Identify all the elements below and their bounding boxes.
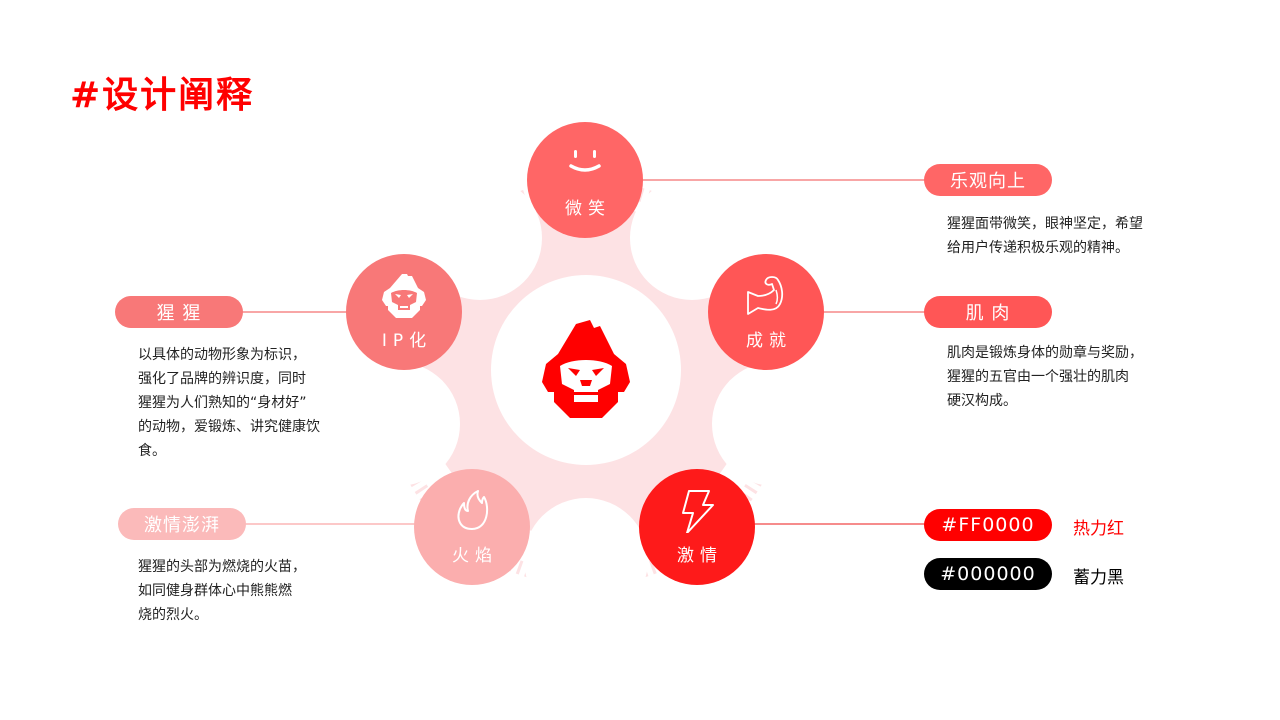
flame-icon: [457, 489, 489, 530]
tag-optimism: 乐观向上: [924, 164, 1052, 196]
desc-line: 烧的烈火。: [138, 607, 208, 623]
desc-line: 猩猩的头部为燃烧的火苗，: [138, 559, 306, 575]
node-label: IP化: [381, 330, 433, 351]
swatch-black: #000000: [924, 558, 1052, 590]
desc-line: 肌肉是锻炼身体的勋章与奖励，: [947, 345, 1143, 361]
swatch-black-name: 蓄力黑: [1073, 568, 1124, 588]
tag-gorilla: 猩 猩: [115, 296, 243, 328]
node-ip: IP化: [346, 254, 462, 370]
swatch-red-name: 热力红: [1073, 519, 1124, 539]
node-label: 微笑: [565, 198, 611, 219]
desc-line: 给用户传递积极乐观的精神。: [947, 240, 1129, 256]
tag-muscle: 肌 肉: [924, 296, 1052, 328]
desc-line: 猩猩为人们熟知的“身材好”: [138, 395, 307, 411]
gorilla-icon: [382, 273, 426, 318]
smile-icon: [569, 149, 601, 172]
desc-line: 猩猩面带微笑，眼神坚定，希望: [947, 216, 1143, 232]
desc-passion: 猩猩的头部为燃烧的火苗， 如同健身群体心中熊熊燃 烧的烈火。: [138, 555, 306, 627]
node-flame: 火焰: [414, 469, 530, 585]
node-label: 激情: [677, 545, 723, 566]
desc-line: 猩猩的五官由一个强壮的肌肉: [947, 369, 1129, 385]
page-title: #设计阐释: [70, 75, 255, 116]
desc-muscle: 肌肉是锻炼身体的勋章与奖励， 猩猩的五官由一个强壮的肌肉 硬汉构成。: [947, 341, 1143, 413]
desc-optimism: 猩猩面带微笑，眼神坚定，希望 给用户传递积极乐观的精神。: [947, 212, 1143, 260]
node-label: 成就: [746, 330, 792, 351]
tag-passion: 激情澎湃: [118, 508, 246, 540]
desc-line: 强化了品牌的辨识度，同时: [138, 371, 306, 387]
desc-line: 食。: [138, 443, 166, 459]
desc-line: 以具体的动物形象为标识，: [138, 347, 306, 363]
desc-line: 的动物，爱锻炼、讲究健康饮: [138, 419, 320, 435]
node-label: 火焰: [452, 545, 498, 566]
lightning-icon: [682, 489, 714, 533]
gorilla-logo-icon: [542, 320, 630, 418]
desc-line: 硬汉构成。: [947, 393, 1017, 409]
desc-line: 如同健身群体心中熊熊燃: [138, 583, 292, 599]
desc-gorilla: 以具体的动物形象为标识， 强化了品牌的辨识度，同时 猩猩为人们熟知的“身材好” …: [138, 343, 320, 463]
node-achievement: 成就: [708, 254, 824, 370]
node-smile: 微笑: [527, 122, 643, 238]
swatch-red: #FF0000: [924, 509, 1052, 541]
node-passion: 激情: [639, 469, 755, 585]
muscle-arm-icon: [747, 275, 784, 315]
